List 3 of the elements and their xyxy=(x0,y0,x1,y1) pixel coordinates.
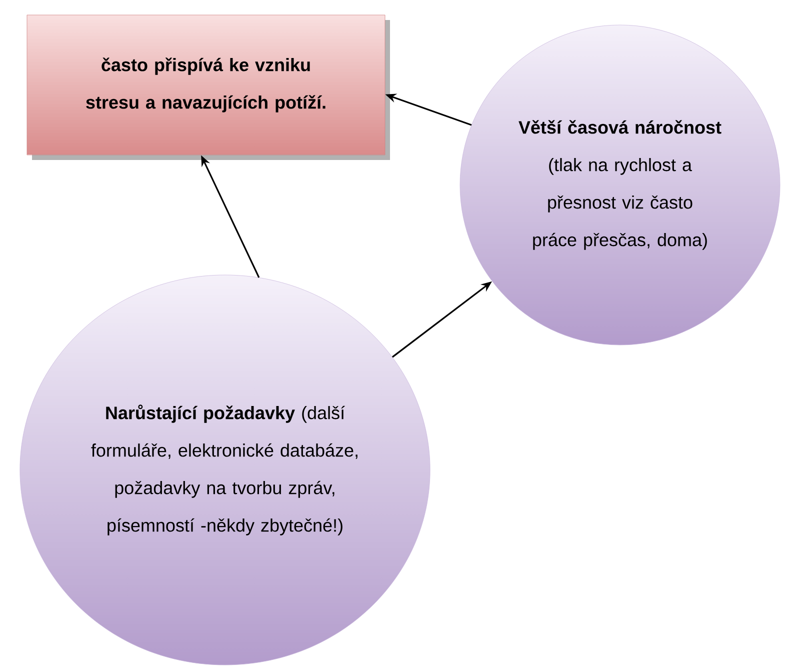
ellipse-node: Větší časová náročnost (tlak na rychlost a přesnost viz často práce přesčas, doma) xyxy=(460,24,780,346)
ellipse-node: Narůstající požadavky (další formuláře, elektronické databáze, požadavky na tvorbu zpráv, písemností -někdy zbytečné!) xyxy=(20,274,430,666)
process-box: často přispívá ke vzniku stresu a navazujících potíží. xyxy=(26,14,390,160)
